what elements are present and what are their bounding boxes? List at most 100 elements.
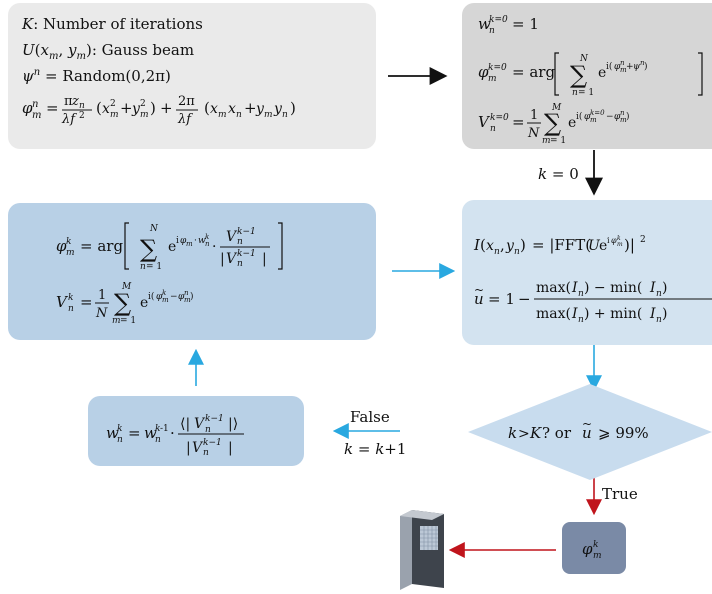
svg-text:n: n	[494, 247, 500, 257]
svg-text:= 1: = 1	[120, 316, 136, 326]
svg-text:n: n	[656, 289, 662, 299]
svg-text:m: m	[32, 110, 41, 121]
svg-text:φ: φ	[584, 112, 591, 122]
svg-text:M: M	[551, 103, 562, 113]
svg-text:ψ: ψ	[633, 62, 641, 72]
init-box: K: Number of iterations U(xm, ym): Gauss…	[8, 3, 376, 149]
svg-text:2π: 2π	[178, 94, 195, 109]
svg-text:m: m	[140, 110, 149, 120]
svg-text:⩾ 99%: ⩾ 99%	[598, 424, 649, 442]
svg-text:e: e	[598, 65, 606, 81]
svg-text:1: 1	[530, 108, 538, 123]
svg-text:w: w	[198, 236, 206, 246]
svg-text:m: m	[593, 551, 602, 561]
svg-text:|⟩: |⟩	[228, 416, 238, 432]
svg-text:−: −	[170, 292, 178, 302]
svg-text:k=0: k=0	[489, 15, 508, 25]
svg-text:n: n	[237, 237, 243, 247]
svg-text:k−1: k−1	[237, 249, 256, 259]
svg-text:−: −	[606, 112, 614, 122]
svg-text:w: w	[106, 424, 119, 442]
svg-text:φ: φ	[156, 292, 163, 302]
svg-text:k: k	[617, 235, 621, 242]
svg-text:+: +	[160, 99, 173, 117]
svg-text:= arg: = arg	[80, 237, 123, 255]
svg-text:): )	[626, 111, 630, 122]
svg-text:n: n	[32, 99, 38, 110]
svg-text:−: −	[518, 290, 531, 308]
svg-text:n: n	[572, 88, 578, 98]
svg-text:m: m	[186, 240, 193, 248]
svg-text:i(: i(	[606, 61, 612, 72]
svg-text:k=0: k=0	[590, 109, 605, 117]
svg-text:n: n	[117, 435, 123, 445]
svg-text:i: i	[607, 236, 610, 245]
svg-text:y: y	[255, 101, 265, 117]
svg-text:): )	[190, 291, 194, 302]
svg-text:k=0: k=0	[490, 113, 509, 123]
svg-text:~: ~	[474, 283, 484, 297]
svg-text:max(: max(	[536, 280, 571, 296]
svg-text:max(: max(	[536, 306, 571, 322]
svg-text:N: N	[579, 54, 589, 64]
svg-text:x: x	[102, 101, 110, 117]
svg-text:): )	[662, 280, 667, 296]
svg-text:)|: )|	[624, 236, 635, 254]
svg-text:K: K	[529, 424, 542, 442]
svg-text:|: |	[220, 251, 225, 267]
svg-text:N: N	[95, 306, 108, 321]
svg-text:=: =	[512, 113, 525, 131]
svg-text:x: x	[228, 101, 236, 117]
label-k-increment: k = k+1	[344, 440, 407, 458]
svg-text:): )	[150, 99, 156, 117]
svg-text:m: m	[617, 241, 623, 248]
svg-text:φ: φ	[582, 540, 593, 558]
svg-text:m: m	[112, 316, 121, 326]
svg-text:,: ,	[500, 236, 505, 254]
svg-text:k: k	[66, 237, 71, 247]
init-line-gauss: U(xm, ym): Gauss beam	[22, 41, 195, 62]
svg-text:I: I	[649, 306, 656, 322]
svg-text:(: (	[480, 236, 486, 254]
svg-text:n: n	[656, 315, 662, 325]
svg-text:k: k	[508, 424, 517, 442]
svg-text:m: m	[542, 136, 551, 146]
svg-text:2: 2	[640, 235, 646, 245]
svg-text:e: e	[599, 238, 607, 254]
svg-text:m: m	[620, 116, 627, 124]
svg-text:m: m	[620, 66, 627, 74]
svg-text:k: k	[117, 424, 122, 434]
svg-text:+: +	[120, 99, 133, 117]
svg-text:I: I	[571, 306, 578, 322]
svg-text:x: x	[210, 101, 218, 117]
svg-text:|: |	[262, 251, 267, 267]
svg-text:w: w	[478, 15, 491, 33]
svg-text:): )	[520, 236, 526, 254]
svg-text:V: V	[226, 229, 238, 245]
svg-text:∑: ∑	[544, 109, 561, 137]
svg-text:n: n	[514, 247, 520, 257]
svg-text:i(: i(	[576, 111, 582, 122]
label-false: False	[350, 408, 390, 426]
svg-text:x: x	[486, 238, 494, 254]
svg-text:n: n	[620, 59, 625, 67]
svg-text:k: k	[155, 424, 160, 434]
svg-text:k: k	[593, 540, 598, 550]
svg-text:k: k	[162, 289, 166, 297]
svg-text:N: N	[527, 126, 540, 141]
svg-text:φ: φ	[180, 236, 187, 246]
svg-text:= 1: = 1	[488, 290, 515, 308]
svg-text:) + min(: ) + min(	[584, 306, 642, 322]
svg-text:= 1: = 1	[578, 88, 594, 98]
svg-text:2: 2	[140, 99, 146, 109]
svg-text:n: n	[237, 259, 243, 269]
svg-text:M: M	[121, 282, 132, 292]
svg-text:π: π	[64, 94, 73, 109]
svg-text:I: I	[473, 236, 481, 254]
svg-text:n: n	[578, 315, 584, 325]
svg-text:λf: λf	[61, 112, 77, 127]
svg-text:n: n	[140, 262, 146, 272]
